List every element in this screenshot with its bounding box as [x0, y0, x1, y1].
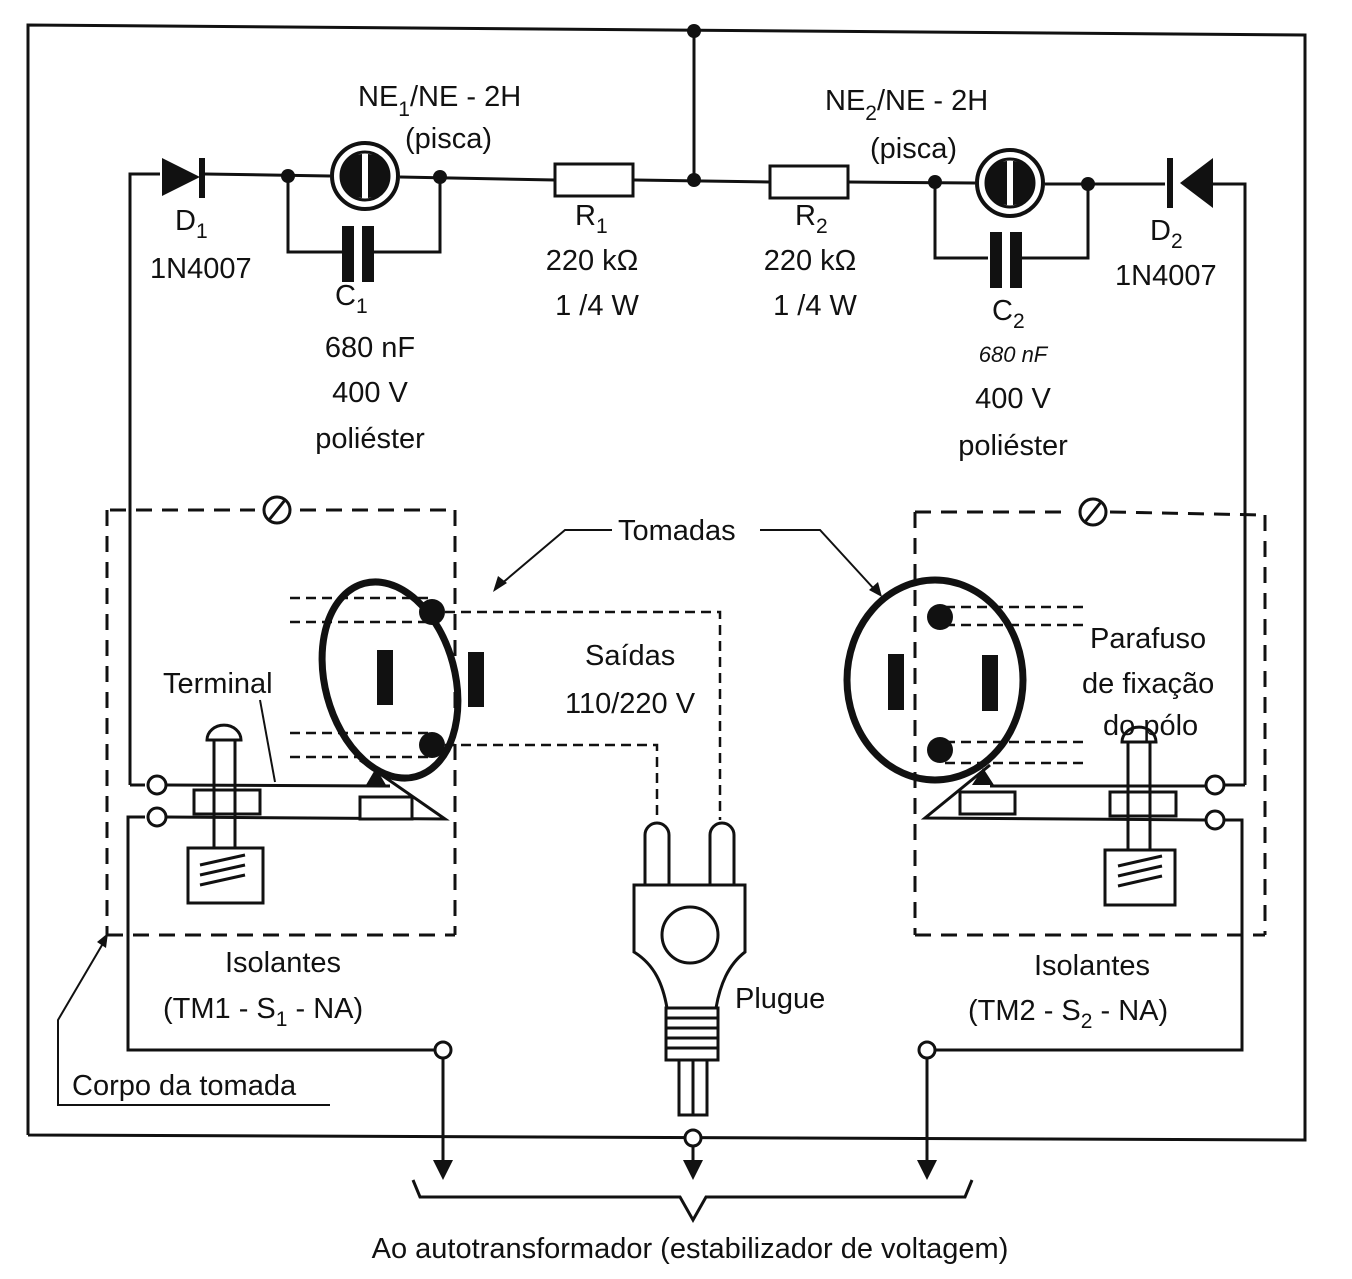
d2-part: 1N4007 — [1115, 260, 1217, 292]
parafuso-label-1: Parafuso — [1090, 623, 1206, 655]
left-socket — [290, 578, 484, 782]
ne1-note: (pisca) — [405, 123, 492, 155]
c1-ref: C1 — [335, 280, 368, 318]
right-terminal-strip — [920, 725, 1245, 1052]
tomadas-arrows — [493, 529, 882, 597]
plugue-label: Plugue — [735, 983, 825, 1015]
d1-part: 1N4007 — [150, 253, 252, 285]
d1-ref: D1 — [175, 205, 208, 243]
c2-ref: C2 — [992, 295, 1025, 333]
right-outlet-body — [913, 510, 1267, 937]
top-series-wire — [128, 172, 1247, 785]
left-outlet-body — [105, 508, 457, 937]
tm2-label: (TM2 - S2 - NA) — [968, 995, 1168, 1033]
caption: Ao autotransformador (estabilizador de v… — [372, 1233, 1009, 1265]
r1-ref: R1 — [575, 200, 608, 238]
outlet-to-plug-dashed-wires — [445, 610, 722, 820]
neon-lamp-ne1 — [330, 141, 400, 211]
c1-type: poliéster — [315, 423, 425, 455]
tm1-label: (TM1 - S1 - NA) — [163, 993, 363, 1031]
diode-d2 — [1167, 158, 1213, 208]
ne2-label: NE2/NE - 2H — [825, 85, 988, 125]
corpo-pointer — [57, 933, 330, 1106]
left-screw-top-icon — [262, 495, 292, 525]
d2-ref: D2 — [1150, 215, 1183, 253]
capacitor-c2 — [928, 175, 1095, 288]
parafuso-label-3: do pólo — [1103, 710, 1198, 742]
neon-lamp-ne2 — [975, 148, 1045, 218]
parafuso-label-2: de fixação — [1082, 668, 1214, 700]
bottom-brace — [411, 1179, 974, 1224]
r2-power: 1 /4 W — [773, 290, 857, 322]
plug-icon — [632, 821, 747, 1117]
ne1-label: NE1/NE - 2H — [358, 81, 521, 121]
c2-voltage: 400 V — [975, 383, 1051, 415]
isolantes-left-label: Isolantes — [225, 947, 341, 979]
ne2-note: (pisca) — [870, 133, 957, 165]
saidas-label: Saídas — [585, 640, 675, 672]
capacitor-c1 — [281, 169, 447, 282]
resistor-r2 — [768, 164, 850, 200]
bottom-terminals — [433, 1040, 937, 1180]
outer-frame-wire — [26, 23, 1307, 1142]
right-socket — [843, 576, 1088, 784]
tomadas-label: Tomadas — [618, 515, 736, 547]
resistor-r1 — [553, 162, 635, 198]
r2-ref: R2 — [795, 200, 828, 238]
diode-d1 — [162, 158, 205, 198]
r2-value: 220 kΩ — [764, 245, 857, 277]
c2-type: poliéster — [958, 430, 1068, 462]
r1-power: 1 /4 W — [555, 290, 639, 322]
left-terminal-strip — [126, 723, 450, 1052]
c1-value: 680 nF — [325, 332, 415, 364]
c1-voltage: 400 V — [332, 377, 408, 409]
right-screw-top-icon — [1078, 497, 1108, 527]
c2-value: 680 nF — [979, 342, 1049, 367]
isolantes-right-label: Isolantes — [1034, 950, 1150, 982]
terminal-label: Terminal — [163, 668, 273, 700]
corpo-label: Corpo da tomada — [72, 1070, 297, 1102]
terminal-pointer — [259, 699, 276, 783]
r1-value: 220 kΩ — [546, 245, 639, 277]
saidas-voltage-label: 110/220 V — [565, 688, 696, 720]
